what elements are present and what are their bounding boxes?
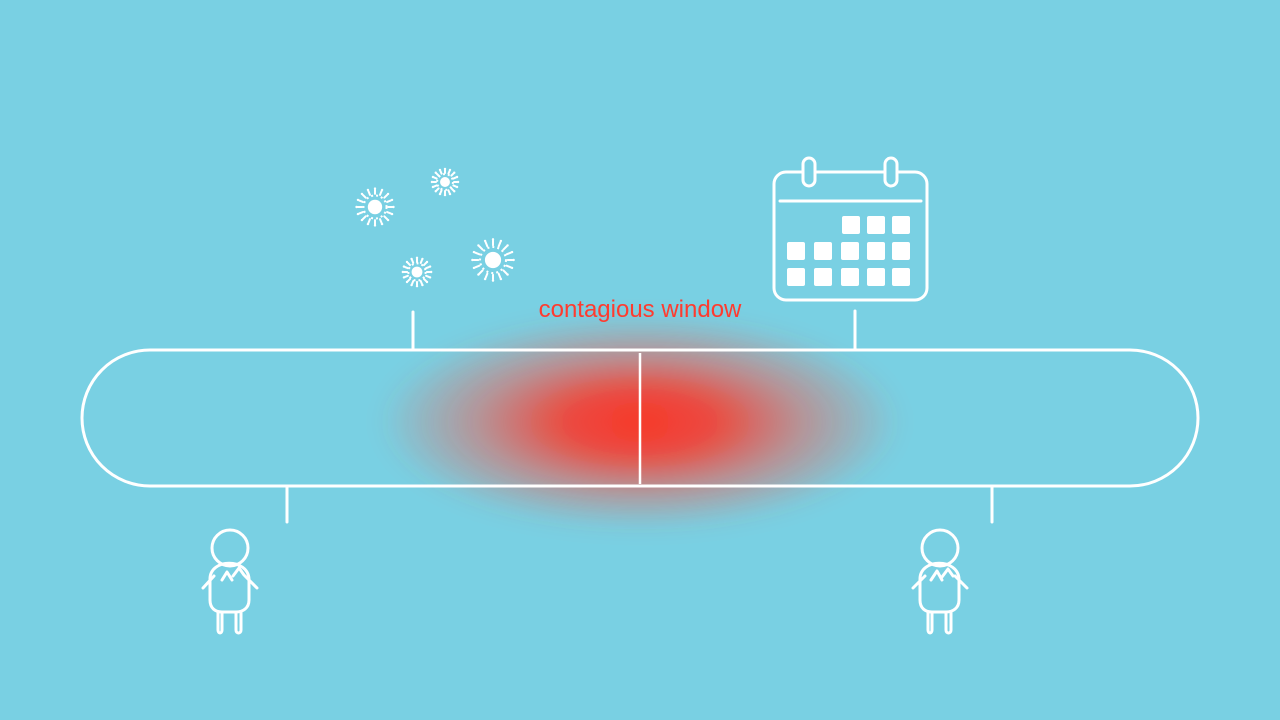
child-icon <box>201 528 259 635</box>
virus-cluster <box>355 167 515 288</box>
virus-icon <box>355 187 395 227</box>
virus-icon <box>401 256 433 288</box>
virus-icon <box>471 238 515 282</box>
virus-icon <box>430 167 460 197</box>
calendar-icon <box>772 156 929 302</box>
calendar-grid <box>787 216 910 286</box>
timeline-bar <box>80 348 1200 488</box>
contagious-window-label: contagious window <box>539 296 742 323</box>
child-icon <box>911 528 969 635</box>
